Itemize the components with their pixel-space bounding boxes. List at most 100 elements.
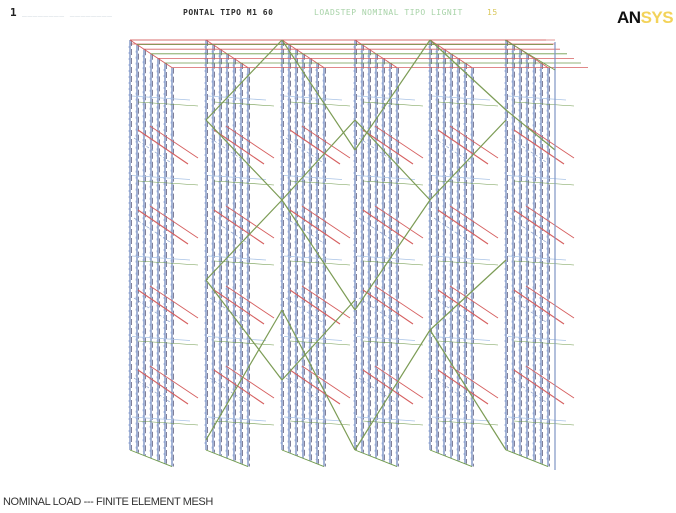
facade-diagonal-12 (281, 309, 356, 451)
level-beam-g-3-3 (362, 340, 424, 346)
x-brace-b-2-2 (301, 285, 351, 319)
level-beam-g-4-5 (513, 420, 575, 426)
level-beam-3-2 (283, 336, 343, 341)
level-beam-3-0 (131, 336, 191, 341)
facade-diagonal-6 (354, 119, 431, 201)
x-brace-c-3-2 (285, 377, 323, 403)
x-brace-c-2-3 (358, 297, 396, 323)
level-beam-g-2-0 (137, 260, 199, 266)
finite-element-mesh (128, 39, 588, 470)
x-brace-a-0-1 (213, 129, 265, 165)
level-beam-g-2-3 (362, 260, 424, 266)
level-beam-g-1-3 (362, 180, 424, 186)
x-brace-c-1-2 (285, 217, 323, 243)
facade-diagonal-8 (205, 199, 283, 281)
x-brace-b-3-2 (301, 365, 351, 399)
x-brace-c-0-2 (285, 137, 323, 163)
x-brace-a-3-3 (362, 369, 414, 405)
level-beam-g-0-0 (137, 101, 199, 107)
load-step-label: 15 (487, 8, 498, 17)
level-beam-g-0-4 (437, 101, 499, 107)
level-beam-2-3 (356, 255, 416, 261)
x-brace-b-1-5 (525, 205, 575, 239)
x-brace-a-3-4 (437, 369, 489, 405)
level-beam-g-2-4 (437, 260, 499, 266)
facade-diagonal-16 (429, 329, 507, 451)
facade-diagonal-5 (281, 119, 356, 201)
x-brace-a-3-5 (513, 369, 565, 405)
level-beam-g-4-2 (289, 420, 351, 426)
x-brace-a-3-1 (213, 369, 265, 405)
x-brace-a-0-0 (137, 129, 189, 165)
level-beam-3-1 (207, 336, 267, 341)
x-brace-a-1-2 (289, 209, 341, 245)
level-beam-1-0 (131, 175, 191, 180)
x-brace-b-0-2 (301, 125, 351, 159)
depth-bottom-4 (429, 449, 473, 467)
x-brace-b-1-3 (374, 205, 424, 239)
level-beam-1-1 (207, 175, 267, 180)
x-brace-c-1-5 (509, 217, 547, 243)
level-beam-0-3 (356, 95, 416, 101)
x-brace-b-2-5 (525, 285, 575, 319)
depth-bottom-1 (205, 449, 249, 467)
plot-title: PONTAL TIPO M1 60 (183, 8, 274, 17)
x-brace-a-1-5 (513, 209, 565, 245)
level-beam-4-3 (356, 416, 416, 422)
level-beam-g-3-5 (513, 340, 575, 346)
facade-diagonal-17 (429, 259, 507, 331)
x-brace-c-3-1 (209, 377, 247, 403)
x-brace-b-3-0 (149, 365, 199, 399)
x-brace-a-2-0 (137, 289, 189, 325)
x-brace-b-2-0 (149, 285, 199, 319)
x-brace-a-1-0 (137, 209, 189, 245)
x-brace-c-1-4 (433, 217, 471, 243)
level-beam-1-3 (356, 175, 416, 180)
x-brace-c-0-3 (358, 137, 396, 163)
level-beam-g-1-1 (213, 180, 275, 186)
x-brace-b-0-1 (225, 125, 275, 159)
x-brace-a-2-1 (213, 289, 265, 325)
level-beam-g-3-4 (437, 340, 499, 346)
depth-bottom-3 (354, 449, 398, 467)
level-beam-g-0-1 (213, 101, 275, 107)
level-beam-g-3-2 (289, 340, 351, 346)
x-brace-c-3-0 (133, 377, 171, 403)
level-beam-g-3-1 (213, 340, 275, 346)
x-brace-c-1-1 (209, 217, 247, 243)
depth-bottom-2 (281, 449, 325, 467)
plot-number: 1 (10, 6, 18, 19)
x-brace-b-2-1 (225, 285, 275, 319)
level-beam-g-4-0 (137, 420, 199, 426)
logo-part-a: AN (617, 8, 641, 27)
x-brace-b-1-0 (149, 205, 199, 239)
facade-diagonal-13 (354, 329, 431, 451)
x-brace-c-2-2 (285, 297, 323, 323)
x-brace-b-3-5 (525, 365, 575, 399)
x-brace-a-1-1 (213, 209, 265, 245)
level-beam-3-5 (507, 336, 567, 341)
x-brace-a-0-4 (437, 129, 489, 165)
x-brace-c-0-1 (209, 137, 247, 163)
header-left-label: ________ ________ (22, 8, 113, 17)
level-beam-1-4 (431, 175, 491, 180)
level-beam-0-0 (131, 95, 191, 101)
level-beam-4-1 (207, 416, 267, 422)
level-beam-2-2 (283, 255, 343, 261)
facade-diagonal-11 (205, 279, 283, 381)
x-brace-b-1-1 (225, 205, 275, 239)
x-brace-a-2-5 (513, 289, 565, 325)
ansys-logo: ANSYS (617, 8, 674, 28)
facade-diagonal-2 (354, 39, 431, 151)
level-beam-g-2-5 (513, 260, 575, 266)
x-brace-b-2-3 (374, 285, 424, 319)
level-beam-1-2 (283, 175, 343, 180)
x-brace-c-3-5 (509, 377, 547, 403)
level-beam-2-0 (131, 255, 191, 261)
x-brace-c-3-3 (358, 377, 396, 403)
level-beam-g-1-5 (513, 180, 575, 186)
level-beam-0-4 (431, 95, 491, 101)
level-beam-g-0-5 (513, 101, 575, 107)
level-beam-0-1 (207, 95, 267, 101)
level-beam-2-5 (507, 255, 567, 261)
